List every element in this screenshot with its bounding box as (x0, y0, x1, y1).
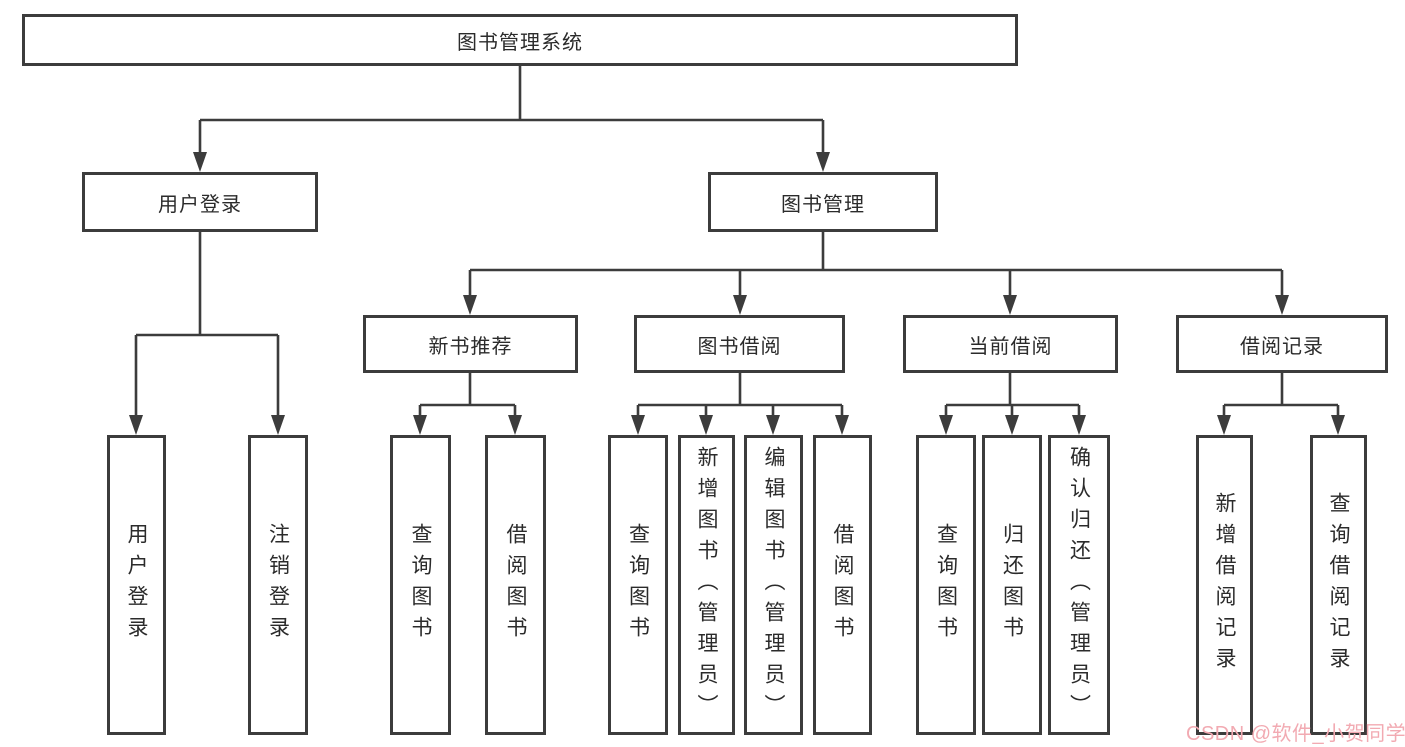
leaf-query-books-borrow: 查询图书 (608, 435, 668, 735)
leaf-label: 编辑图书（管理员） (762, 445, 786, 725)
leaf-label: 确认归还（管理员） (1067, 445, 1091, 725)
leaf-borrow-books: 借阅图书 (813, 435, 872, 735)
leaf-label: 新增借阅记录 (1213, 492, 1237, 678)
leaf-query-borrow-record: 查询借阅记录 (1310, 435, 1367, 735)
node-book-management-module: 图书管理 (708, 172, 938, 232)
leaf-label: 借阅图书 (831, 523, 855, 647)
leaf-user-login: 用户登录 (107, 435, 166, 735)
leaf-query-books-recommend: 查询图书 (390, 435, 451, 735)
leaf-query-books-current: 查询图书 (916, 435, 976, 735)
leaf-label: 借阅图书 (504, 523, 528, 647)
node-current-borrow: 当前借阅 (903, 315, 1118, 373)
leaf-return-book: 归还图书 (982, 435, 1042, 735)
leaf-borrow-books-recommend: 借阅图书 (485, 435, 546, 735)
leaf-label: 查询图书 (934, 523, 958, 647)
leaf-label: 查询图书 (409, 523, 433, 647)
leaf-add-borrow-record: 新增借阅记录 (1196, 435, 1253, 735)
node-book-borrow: 图书借阅 (634, 315, 845, 373)
leaf-label: 查询图书 (626, 523, 650, 647)
leaf-add-book-admin: 新增图书（管理员） (678, 435, 735, 735)
node-library-system: 图书管理系统 (22, 14, 1018, 66)
leaf-label: 注销登录 (266, 523, 290, 647)
node-borrow-records: 借阅记录 (1176, 315, 1388, 373)
node-new-book-recommend: 新书推荐 (363, 315, 578, 373)
watermark: CSDN @软件_小贺同学 (1186, 723, 1405, 745)
connector-drops (134, 120, 1340, 418)
leaf-label: 新增图书（管理员） (695, 445, 719, 725)
leaf-label: 用户登录 (125, 523, 149, 647)
leaf-edit-book-admin: 编辑图书（管理员） (744, 435, 803, 735)
leaf-confirm-return-admin: 确认归还（管理员） (1048, 435, 1110, 735)
node-user-login-module: 用户登录 (82, 172, 318, 232)
leaf-label: 查询借阅记录 (1327, 492, 1351, 678)
leaf-label: 归还图书 (1000, 523, 1024, 647)
connector-trunks (136, 66, 1338, 407)
leaf-logout: 注销登录 (248, 435, 308, 735)
